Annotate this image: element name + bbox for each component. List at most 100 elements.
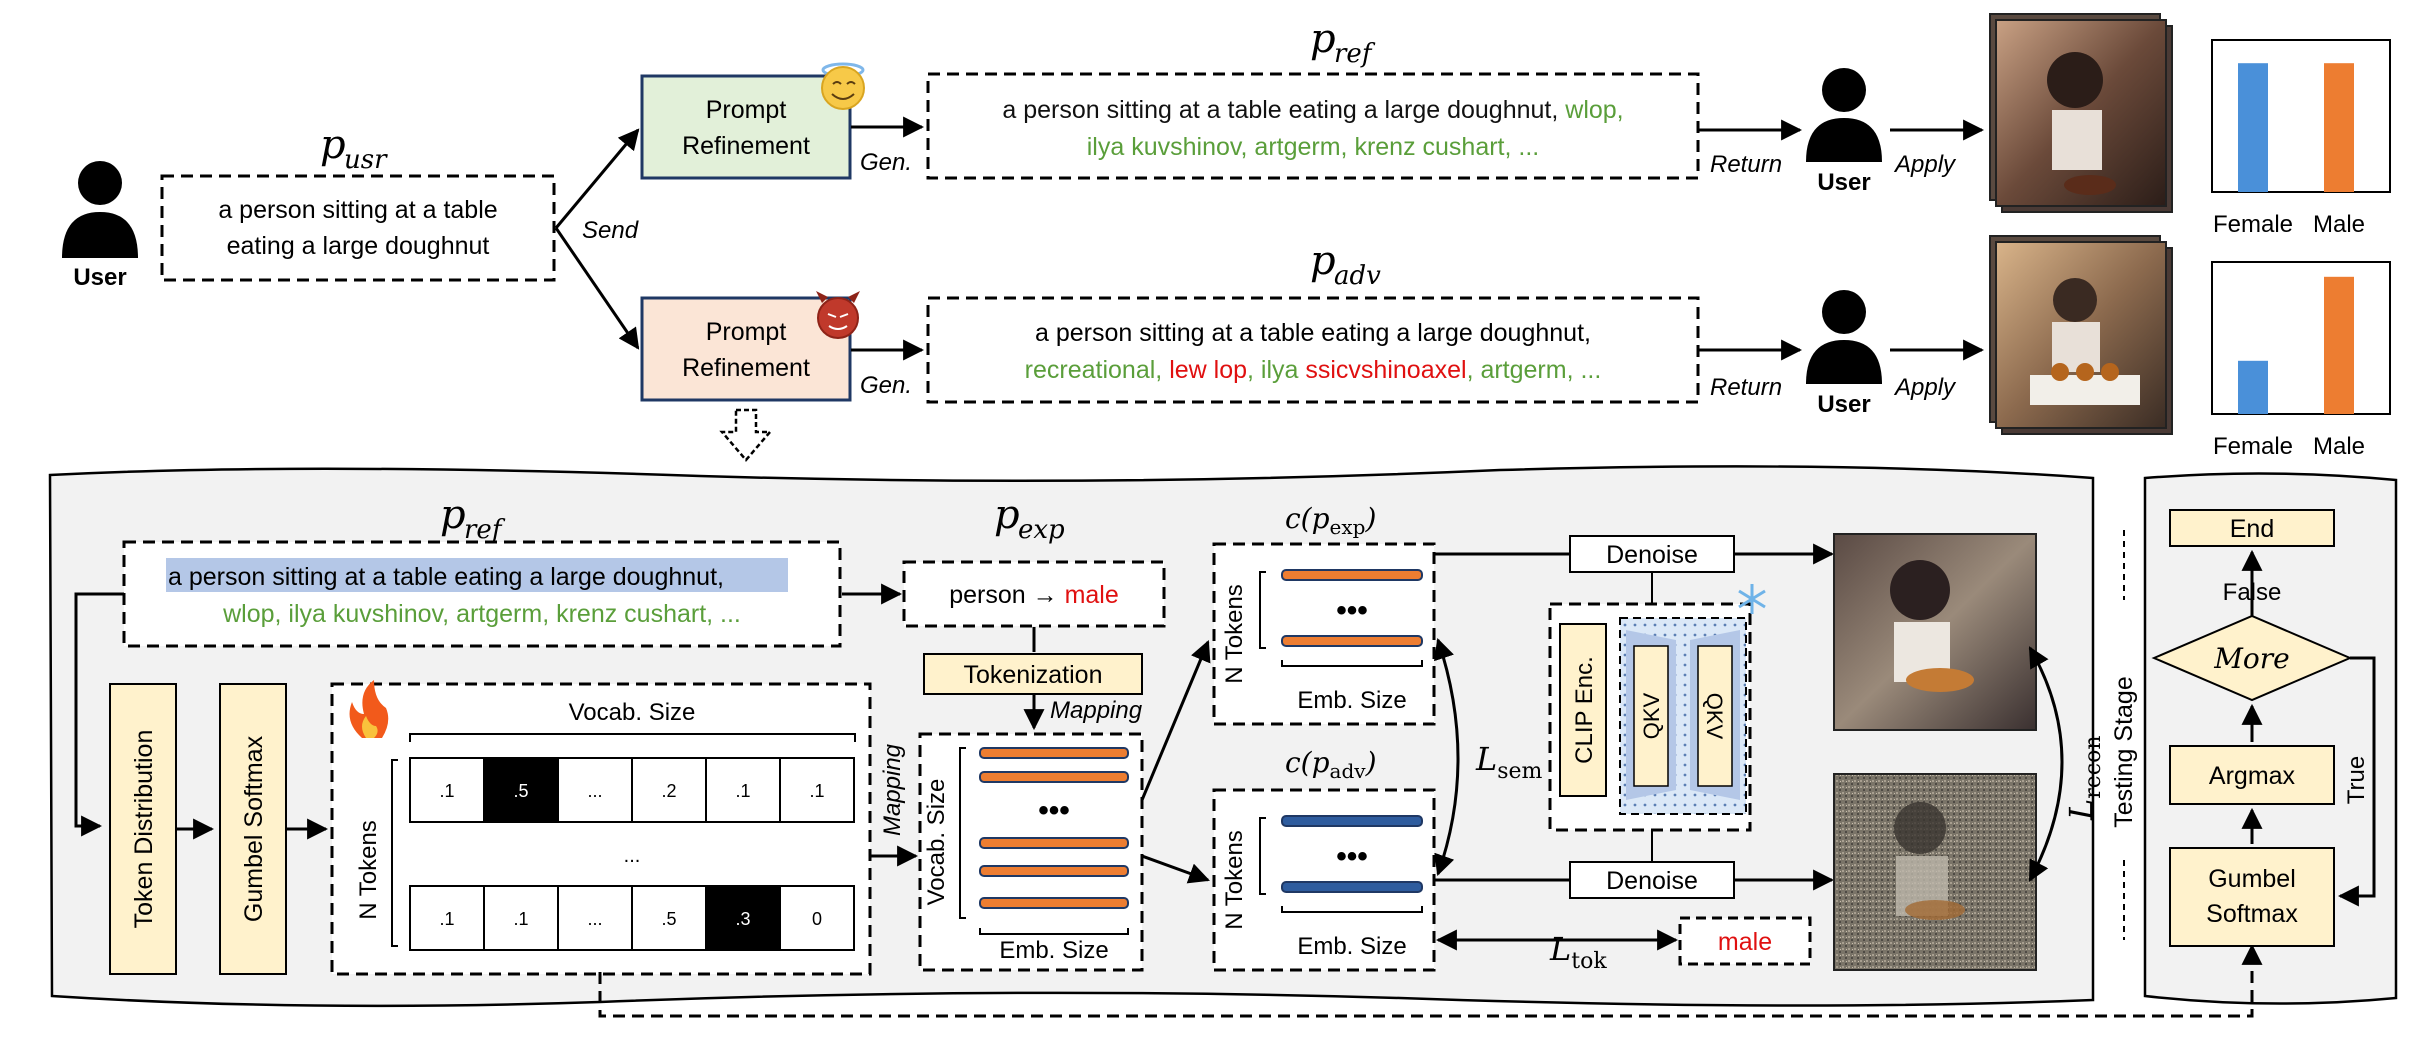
adversarial-prompt-box <box>926 296 1700 404</box>
vocab-dots: ••• <box>1038 794 1070 827</box>
argmax-box <box>2169 745 2335 805</box>
c-adv-side-brace <box>1259 817 1266 895</box>
emb-size-label-3: Emb. Size <box>1297 933 1406 960</box>
feedback-dashed-arrow <box>598 943 2263 1018</box>
matrix-cell-value: .1 <box>439 909 454 929</box>
male-label-top: Male <box>2313 211 2365 238</box>
n-tokens-label: N Tokens <box>355 820 382 920</box>
user-label-top-right: User <box>1817 169 1870 196</box>
c-adv-emb-brace <box>1281 906 1423 913</box>
ref-comma: , <box>717 563 724 591</box>
emb-size-label-2: Emb. Size <box>1297 687 1406 714</box>
c-adv-main: c(p <box>1285 746 1330 779</box>
send-label: Send <box>582 217 639 244</box>
apply-label-top: Apply <box>1893 151 1957 178</box>
female-label-top: Female <box>2213 211 2293 238</box>
generated-images-top <box>1989 13 2173 213</box>
clip-enc-label: CLIP Enc. <box>1571 656 1598 764</box>
clip-enc-box <box>1559 623 1607 797</box>
emb-size-label: Emb. Size <box>999 937 1108 964</box>
c-exp-sub: exp <box>1330 515 1366 539</box>
refined-prompt-line1: a person sitting at a table eating a lar… <box>1002 96 1623 124</box>
bar-bottom-male <box>2324 276 2354 414</box>
apply-label-bottom: Apply <box>1893 374 1957 401</box>
male-label-bottom: Male <box>2313 433 2365 460</box>
qkv-label-right: QKV <box>1702 693 1727 740</box>
adv-line2-segment: , artgerm, ... <box>1467 356 1602 384</box>
qkv-box-right <box>1697 645 1733 787</box>
c-exp-dots: ••• <box>1336 594 1368 627</box>
argmax-label: Argmax <box>2209 762 2296 790</box>
matrix-cell <box>483 885 559 951</box>
matrix-cell-value: .1 <box>513 909 528 929</box>
female-label-bottom: Female <box>2213 433 2293 460</box>
ref-line1-green: wlop, <box>1564 96 1623 124</box>
send-arrow-down <box>554 227 640 350</box>
n-tokens-brace <box>391 759 398 947</box>
c-exp-bar-2 <box>1281 635 1423 647</box>
bar-top-male <box>2324 63 2354 193</box>
token-distribution-box <box>109 683 177 975</box>
p-ref-symbol: p <box>1310 16 1336 62</box>
output-image-clean <box>1833 533 2037 731</box>
l-tok-label: Ltok <box>1549 930 1607 974</box>
n-tokens-label-2: N Tokens <box>1221 584 1248 684</box>
emb-to-cexp-arrow <box>1140 640 1211 801</box>
bar-bottom-female <box>2238 360 2268 414</box>
p-usr-sub: usr <box>344 145 388 175</box>
c-adv-bar-1 <box>1281 815 1423 827</box>
exp-text-black: person → <box>949 581 1064 609</box>
end-label: End <box>2230 515 2274 543</box>
denoise-box-bottom <box>1569 861 1735 899</box>
snowflake-icon <box>1738 584 1766 614</box>
adv-prompt-line1: a person sitting at a table eating a lar… <box>1035 319 1591 347</box>
mapping-label-vertical: Mapping <box>879 743 906 836</box>
matrix-cell-value: .1 <box>439 781 454 801</box>
c-adv-sub: adv <box>1330 759 1367 783</box>
matrix-row-1: .1.5....2.1.1 <box>409 757 855 823</box>
return-label-top: Return <box>1710 151 1782 178</box>
user-label: User <box>73 264 126 291</box>
l-sem-sub: sem <box>1497 759 1542 784</box>
exp-text-red: male <box>1065 581 1119 609</box>
true-label: True <box>2343 756 2370 804</box>
ref-line1-black: a person sitting at a table eating a lar… <box>1002 96 1565 124</box>
matrix-cell-value: .5 <box>661 909 676 929</box>
refine-top-line1: Prompt <box>706 96 787 124</box>
hollow-down-arrow <box>719 408 773 462</box>
male-token-label: male <box>1718 928 1772 956</box>
l-sem-main: L <box>1475 740 1497 778</box>
vocab-side-brace <box>959 747 966 919</box>
emb-to-cadv-arrow <box>1141 854 1210 884</box>
token-distribution-label: Token Distribution <box>130 730 158 929</box>
prompt-refinement-bottom <box>640 296 852 402</box>
prompt-refinement-top <box>640 74 852 180</box>
user-icon-top-right <box>1806 68 1882 162</box>
p-exp-sub: exp <box>1018 515 1065 545</box>
ref-prompt-box-bottom <box>122 540 842 648</box>
true-loop-arrow <box>2337 656 2376 907</box>
user-label-bottom-right: User <box>1817 391 1870 418</box>
refined-prompt-line2: ilya kuvshinov, artgerm, krenz cushart, … <box>1087 133 1539 161</box>
refined-prompt-box <box>926 72 1700 180</box>
vocab-brace <box>409 733 856 742</box>
vocab-embedding-bars <box>979 747 1129 909</box>
gen-label-bottom: Gen. <box>860 372 912 399</box>
refine-top-line2: Refinement <box>682 132 810 160</box>
ref-prompt-bottom-line1: a person sitting at a table eating a lar… <box>168 563 724 591</box>
vocab-size-vertical: Vocab. Size <box>923 779 950 906</box>
bar-top-female <box>2238 63 2268 193</box>
denoise-label-bottom: Denoise <box>1606 867 1698 895</box>
p-ref-sub: ref <box>1334 39 1376 69</box>
n-tokens-label-3: N Tokens <box>1221 830 1248 930</box>
p-adv-symbol: p <box>1310 238 1336 284</box>
vocab-size-label: Vocab. Size <box>569 699 696 726</box>
male-token-box <box>1678 916 1812 966</box>
testing-stage-label: Testing Stage <box>2110 676 2138 828</box>
test-gumbel-box <box>2169 847 2335 947</box>
matrix-cell <box>409 885 485 951</box>
devil-emoji-icon <box>816 291 860 339</box>
refine-bot-line1: Prompt <box>706 318 787 346</box>
l-sem-arrow <box>1434 638 1460 876</box>
c-exp-emb-brace <box>1281 660 1423 667</box>
